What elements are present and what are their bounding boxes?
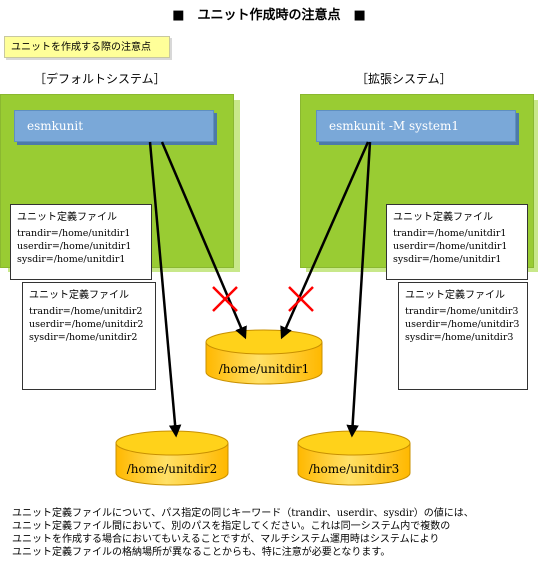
file-line-trandir: trandir=/home/unitdir2 — [29, 306, 143, 317]
extended-unit-file-2: ユニット定義ファイル trandir=/home/unitdir3 userdi… — [398, 282, 528, 390]
explanation-line: ユニット定義ファイル間において、別のパスを指定してください。これは同一システム内… — [12, 521, 451, 532]
arrow-extended-to-unitdir3 — [346, 141, 372, 438]
disk-unitdir1-label: /home/unitdir1 — [218, 362, 310, 376]
file-line-userdir: userdir=/home/unitdir1 — [17, 241, 132, 252]
default-unit-file-2: ユニット定義ファイル trandir=/home/unitdir2 userdi… — [22, 282, 156, 390]
note-label: ユニットを作成する際の注意点 — [4, 36, 170, 58]
disk-unitdir2-icon — [115, 430, 229, 486]
page-title: ■ ユニット作成時の注意点 ■ — [172, 8, 366, 23]
arrow-extended-to-unitdir1 — [280, 141, 370, 340]
explanation-line: ユニットを作成する場合においてもいえることですが、マルチシステム運用時はシステム… — [12, 534, 440, 545]
disk-unitdir2-label: /home/unitdir2 — [126, 462, 218, 476]
file-line-trandir: trandir=/home/unitdir3 — [405, 306, 519, 317]
disk-unitdir3-label: /home/unitdir3 — [308, 462, 400, 476]
file-line-trandir: trandir=/home/unitdir1 — [393, 228, 507, 239]
explanation-line: ユニット定義ファイルについて、パス指定の同じキーワード（trandir、user… — [12, 508, 474, 519]
extended-unit-file-1: ユニット定義ファイル trandir=/home/unitdir1 userdi… — [386, 204, 528, 280]
file-title: ユニット定義ファイル — [393, 212, 493, 223]
cross-default-icon — [212, 286, 238, 312]
explanation-line: ユニット定義ファイルの格納場所が異なることからも、特に注意が必要となります。 — [12, 547, 391, 558]
file-line-sysdir: sysdir=/home/unitdir3 — [405, 332, 514, 343]
file-title: ユニット定義ファイル — [17, 212, 117, 223]
file-line-userdir: userdir=/home/unitdir1 — [393, 241, 508, 252]
default-system-label: ［デフォルトシステム］ — [34, 72, 166, 86]
extended-system-label: ［拡張システム］ — [356, 72, 452, 86]
explanation-text: ユニット定義ファイルについて、パス指定の同じキーワード（trandir、user… — [12, 507, 532, 559]
disk-unitdir3-icon — [297, 430, 411, 486]
file-title: ユニット定義ファイル — [29, 290, 129, 301]
cross-extended-icon — [288, 286, 314, 312]
file-line-userdir: userdir=/home/unitdir2 — [29, 319, 144, 330]
disk-unitdir1-icon — [205, 329, 323, 385]
file-line-sysdir: sysdir=/home/unitdir1 — [17, 254, 126, 265]
default-unit-file-1: ユニット定義ファイル trandir=/home/unitdir1 userdi… — [10, 204, 152, 280]
file-line-userdir: userdir=/home/unitdir3 — [405, 319, 520, 330]
file-line-trandir: trandir=/home/unitdir1 — [17, 228, 131, 239]
file-title: ユニット定義ファイル — [405, 290, 505, 301]
file-line-sysdir: sysdir=/home/unitdir2 — [29, 332, 138, 343]
file-line-sysdir: sysdir=/home/unitdir1 — [393, 254, 502, 265]
arrow-default-to-unitdir2 — [148, 141, 182, 438]
default-command: esmkunit — [14, 110, 214, 142]
extended-command: esmkunit -M system1 — [316, 110, 516, 142]
